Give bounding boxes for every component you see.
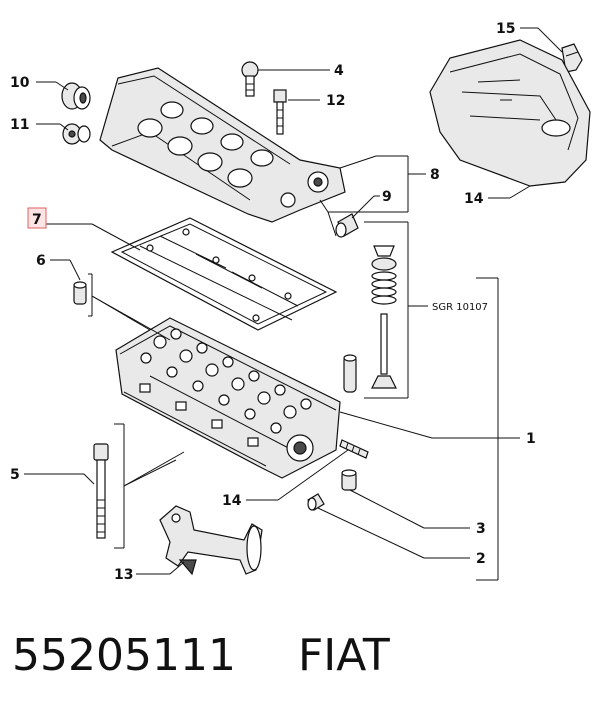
part-9-bushing	[335, 213, 359, 238]
callout-11: 11	[10, 117, 29, 133]
callout-8: 8	[430, 167, 440, 183]
callout-6: 6	[36, 253, 46, 269]
exploded-parts-diagram: 15 14 10 11 4 12 8 9 7 6 SGR 10107 1 5 1…	[10, 21, 591, 583]
callout-14-cover: 14	[464, 191, 484, 207]
part-7-gasket	[110, 217, 338, 331]
part-11-plug	[62, 123, 91, 145]
kit-label-sgr: SGR 10107	[432, 302, 488, 313]
part-12-bolt	[273, 89, 287, 135]
part-8-camshaft-housing	[99, 67, 346, 223]
callout-13: 13	[114, 567, 133, 583]
callout-4: 4	[334, 63, 344, 79]
callout-1: 1	[526, 431, 536, 447]
part-10-plug	[61, 82, 91, 110]
callout-12: 12	[326, 93, 345, 109]
part-1-cylinder-head	[115, 317, 341, 479]
callout-14-stud: 14	[222, 493, 242, 509]
part-3-sleeve	[341, 469, 357, 491]
callout-2: 2	[476, 551, 486, 567]
callout-10: 10	[10, 75, 30, 91]
callout-3: 3	[476, 521, 486, 537]
part-5-head-bolt	[93, 443, 109, 539]
callout-9: 9	[382, 189, 392, 205]
part-2-insert	[307, 493, 325, 511]
callout-labels: 15 14 10 11 4 12 8 9 7 6 SGR 10107 1 5 1…	[10, 21, 536, 583]
callout-7: 7	[32, 212, 42, 228]
part-14-engine-cover	[429, 39, 591, 187]
part-number-caption: 55205111 FIAT	[12, 630, 390, 681]
callout-7-highlight	[27, 207, 47, 229]
brand-name: FIAT	[297, 630, 390, 681]
leader-lines	[24, 27, 563, 581]
callout-5: 5	[10, 467, 20, 483]
part-number: 55205111	[12, 630, 236, 681]
part-13-pipe	[159, 505, 263, 576]
valve-assembly	[343, 245, 397, 393]
callout-15: 15	[496, 21, 515, 37]
part-4-stud	[241, 61, 259, 97]
part-6-dowel	[73, 281, 87, 305]
part-14-stud	[339, 439, 369, 459]
